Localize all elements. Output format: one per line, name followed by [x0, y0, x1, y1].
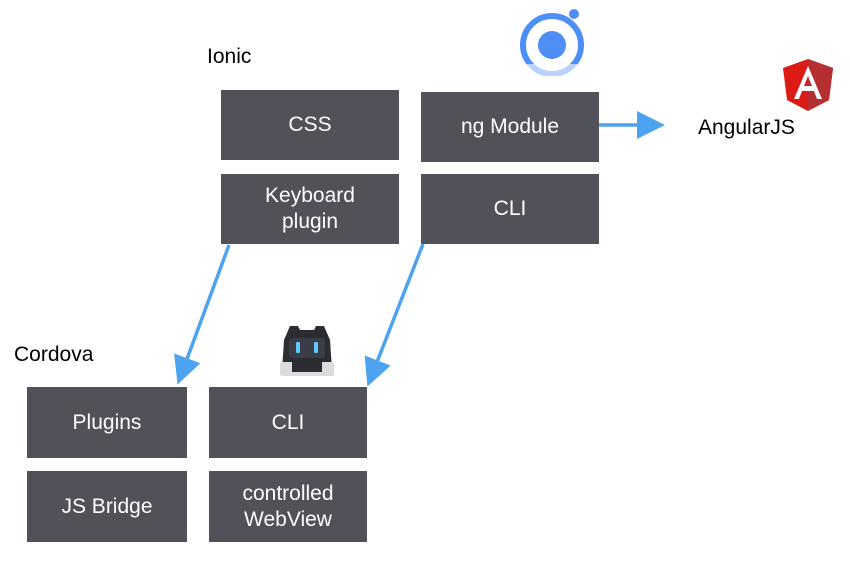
ionic-logo-icon [519, 8, 585, 76]
angularjs-label: AngularJS [698, 116, 795, 139]
cordova-cli-box: CLI [209, 387, 367, 458]
cordova-js-bridge-box: JS Bridge [27, 471, 187, 542]
angular-shield-icon [783, 59, 833, 111]
cordova-controlled-webview-label: controlled WebView [242, 481, 334, 531]
ionic-cli-box: CLI [421, 174, 599, 244]
ionic-ng-module-label: ng Module [460, 115, 560, 138]
ionic-keyboard-plugin-label: Keyboard plugin [265, 184, 355, 233]
arrow-keyboard-to-plugins [174, 244, 231, 385]
ionic-css-label: CSS [288, 113, 332, 136]
cordova-js-bridge-label: JS Bridge [61, 494, 153, 518]
ionic-label: Ionic [207, 45, 252, 68]
cordova-robot-icon [280, 326, 334, 376]
ionic-css-box: CSS [221, 90, 399, 160]
cordova-plugins-box: Plugins [27, 387, 187, 458]
ionic-ng-module-box: ng Module [421, 92, 599, 162]
cordova-cli-label: CLI [271, 410, 305, 434]
cordova-label: Cordova [14, 343, 94, 366]
ionic-keyboard-plugin-box: Keyboard plugin [221, 174, 399, 244]
cordova-controlled-webview-box: controlled WebView [209, 471, 367, 542]
cordova-plugins-label: Plugins [72, 410, 142, 434]
ionic-cli-label: CLI [493, 197, 527, 220]
arrow-ionic-cli-to-cordova-cli [364, 243, 425, 387]
